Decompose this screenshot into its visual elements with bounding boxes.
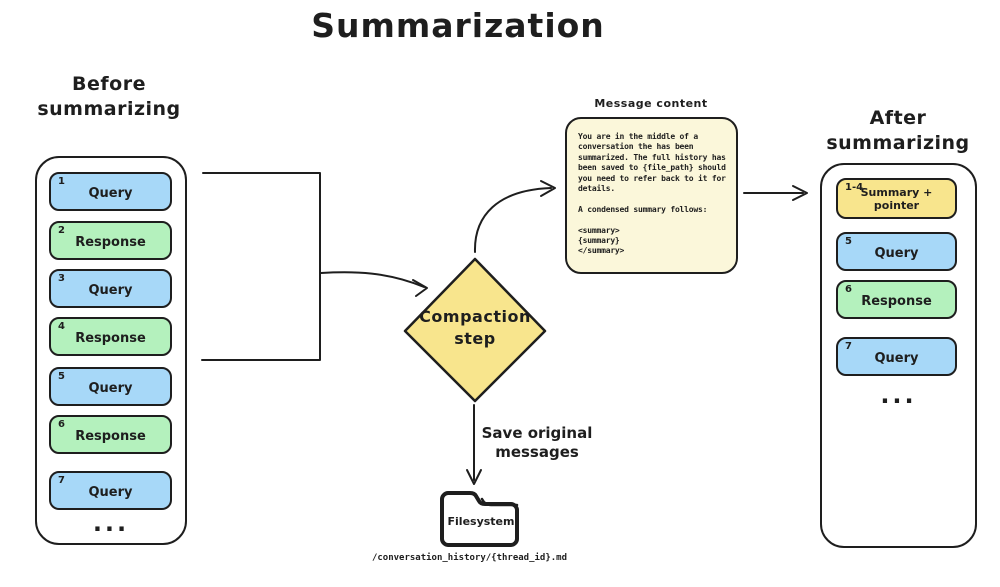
- filesystem-label: Filesystem: [447, 515, 515, 528]
- arrow-diamond-to-message: [473, 187, 552, 253]
- message-content-note[interactable]: You are in the middle of a conversation …: [565, 117, 738, 274]
- before-message-5[interactable]: 5 Query: [49, 367, 172, 406]
- message-number: 1: [58, 176, 65, 187]
- before-message-1[interactable]: 1 Query: [49, 172, 172, 211]
- after-summary-pointer[interactable]: 1-4 Summary + pointer: [836, 178, 957, 219]
- compaction-step-label: Compaction step: [419, 307, 531, 348]
- message-label: Query: [874, 245, 919, 261]
- arrow-diamond-to-filesystem-head: [466, 469, 482, 485]
- message-label: Summary + pointer: [860, 186, 933, 212]
- bracket-shape: [201, 172, 321, 361]
- save-original-messages-label: Save original messages: [481, 424, 593, 461]
- message-number: 2: [58, 225, 65, 236]
- folder-icon[interactable]: [440, 491, 519, 547]
- arrow-bracket-to-diamond-head: [412, 279, 428, 297]
- arrow-diamond-to-message-head: [540, 180, 556, 197]
- message-number: 6: [845, 284, 852, 295]
- message-label: Query: [88, 282, 133, 298]
- before-summarizing-heading: Before summarizing: [37, 73, 181, 120]
- message-number: 5: [58, 371, 65, 382]
- after-messages-container: 1-4 Summary + pointer 5 Query 6 Response…: [820, 163, 977, 548]
- ellipsis-more-messages: ...: [880, 381, 917, 409]
- message-label: Query: [88, 185, 133, 201]
- message-content-body: You are in the middle of a conversation …: [578, 132, 726, 256]
- page-title: Summarization: [311, 6, 605, 45]
- filesystem-path: /conversation_history/{thread_id}.md: [371, 553, 568, 563]
- before-message-6[interactable]: 6 Response: [49, 415, 172, 454]
- message-label: Response: [75, 428, 146, 444]
- before-messages-container: 1 Query 2 Response 3 Query 4 Response 5 …: [35, 156, 187, 545]
- ellipsis-more-messages: ...: [92, 509, 130, 537]
- message-number: 6: [58, 419, 65, 430]
- after-message-5[interactable]: 5 Query: [836, 232, 957, 271]
- message-number: 7: [845, 341, 852, 352]
- message-label: Query: [874, 350, 919, 366]
- message-number: 4: [58, 321, 65, 332]
- arrow-bracket-to-diamond: [320, 271, 425, 288]
- message-number: 7: [58, 475, 65, 486]
- before-message-4[interactable]: 4 Response: [49, 317, 172, 356]
- message-content-heading: Message content: [594, 97, 708, 110]
- arrow-message-to-after-head: [792, 185, 808, 201]
- after-summarizing-heading: After summarizing: [826, 107, 970, 154]
- message-number: 1-4: [845, 182, 864, 193]
- message-label: Response: [75, 330, 146, 346]
- message-label: Response: [861, 293, 932, 309]
- after-message-7[interactable]: 7 Query: [836, 337, 957, 376]
- after-message-6[interactable]: 6 Response: [836, 280, 957, 319]
- message-number: 3: [58, 273, 65, 284]
- compaction-diamond-shape[interactable]: [403, 257, 547, 403]
- before-message-2[interactable]: 2 Response: [49, 221, 172, 260]
- before-message-3[interactable]: 3 Query: [49, 269, 172, 308]
- message-label: Response: [75, 234, 146, 250]
- message-number: 5: [845, 236, 852, 247]
- message-label: Query: [88, 484, 133, 500]
- before-message-7[interactable]: 7 Query: [49, 471, 172, 510]
- message-label: Query: [88, 380, 133, 396]
